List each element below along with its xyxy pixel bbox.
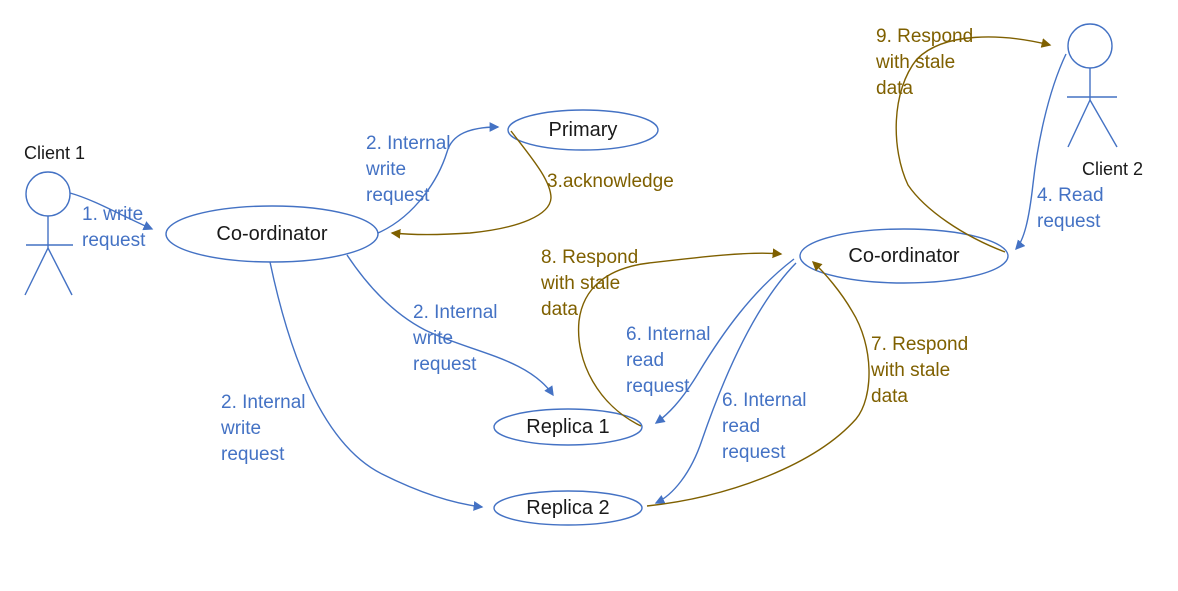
respond-stale-8-label: 8. Respond with stale data	[541, 247, 639, 320]
internal-write-mid-label: 2. Internal write request	[413, 302, 498, 375]
coordinator-right-ellipse	[799, 228, 1009, 284]
primary-ellipse	[507, 109, 659, 151]
internal-write-top-label: 2. Internal write request	[366, 133, 451, 206]
arrow-internal-write-to-replica2	[269, 261, 484, 511]
client2-stick-figure	[1067, 23, 1118, 148]
internal-read-6a-label: 6. Internal read request	[626, 324, 711, 397]
client1-stick-figure	[24, 171, 73, 296]
arrow-internal-write-to-primary	[377, 122, 500, 234]
arrow-internal-write-to-replica1	[346, 254, 554, 397]
internal-read-6b-label: 6. Internal read request	[722, 390, 807, 463]
client2-label: Client 2	[1082, 159, 1144, 179]
coordinator-left-label: Co-ordinator	[216, 222, 328, 245]
arrow-acknowledge-3	[390, 130, 552, 239]
replica2-ellipse	[493, 490, 643, 526]
respond-stale-9-label: 9. Respond with stale data	[876, 26, 974, 99]
acknowledge-3-label: 3.acknowledge	[547, 171, 674, 192]
arrow-respond-stale-8	[577, 248, 783, 427]
replica1-ellipse	[493, 408, 643, 446]
arrow-respond-stale-9	[895, 36, 1052, 253]
arrow-internal-read-to-replica1	[654, 258, 795, 424]
arrow-write-request-1	[69, 192, 154, 231]
client1-leg-right	[47, 247, 73, 296]
arrow-respond-stale-7	[646, 261, 870, 507]
client1-label: Client 1	[24, 143, 86, 163]
replica2-label: Replica 2	[526, 496, 610, 519]
client1-head	[25, 171, 71, 217]
client2-leg-left	[1067, 99, 1091, 148]
coordinator-right-label: Co-ordinator	[848, 244, 960, 267]
coordinator-left-ellipse	[165, 205, 379, 263]
write-request-1-label: 1. write request	[82, 204, 146, 251]
client2-leg-right	[1089, 99, 1118, 148]
client1-leg-left	[24, 247, 49, 296]
arrow-internal-read-to-replica2	[654, 262, 797, 504]
read-request-4-label: 4. Read request	[1037, 185, 1104, 232]
arrow-read-request-4	[1015, 53, 1067, 251]
replica1-label: Replica 1	[526, 415, 610, 438]
respond-stale-7-label: 7. Respond with stale data	[871, 334, 969, 407]
primary-label: Primary	[548, 118, 618, 141]
client2-head	[1067, 23, 1113, 69]
internal-write-bottom-label: 2. Internal write request	[221, 392, 306, 465]
